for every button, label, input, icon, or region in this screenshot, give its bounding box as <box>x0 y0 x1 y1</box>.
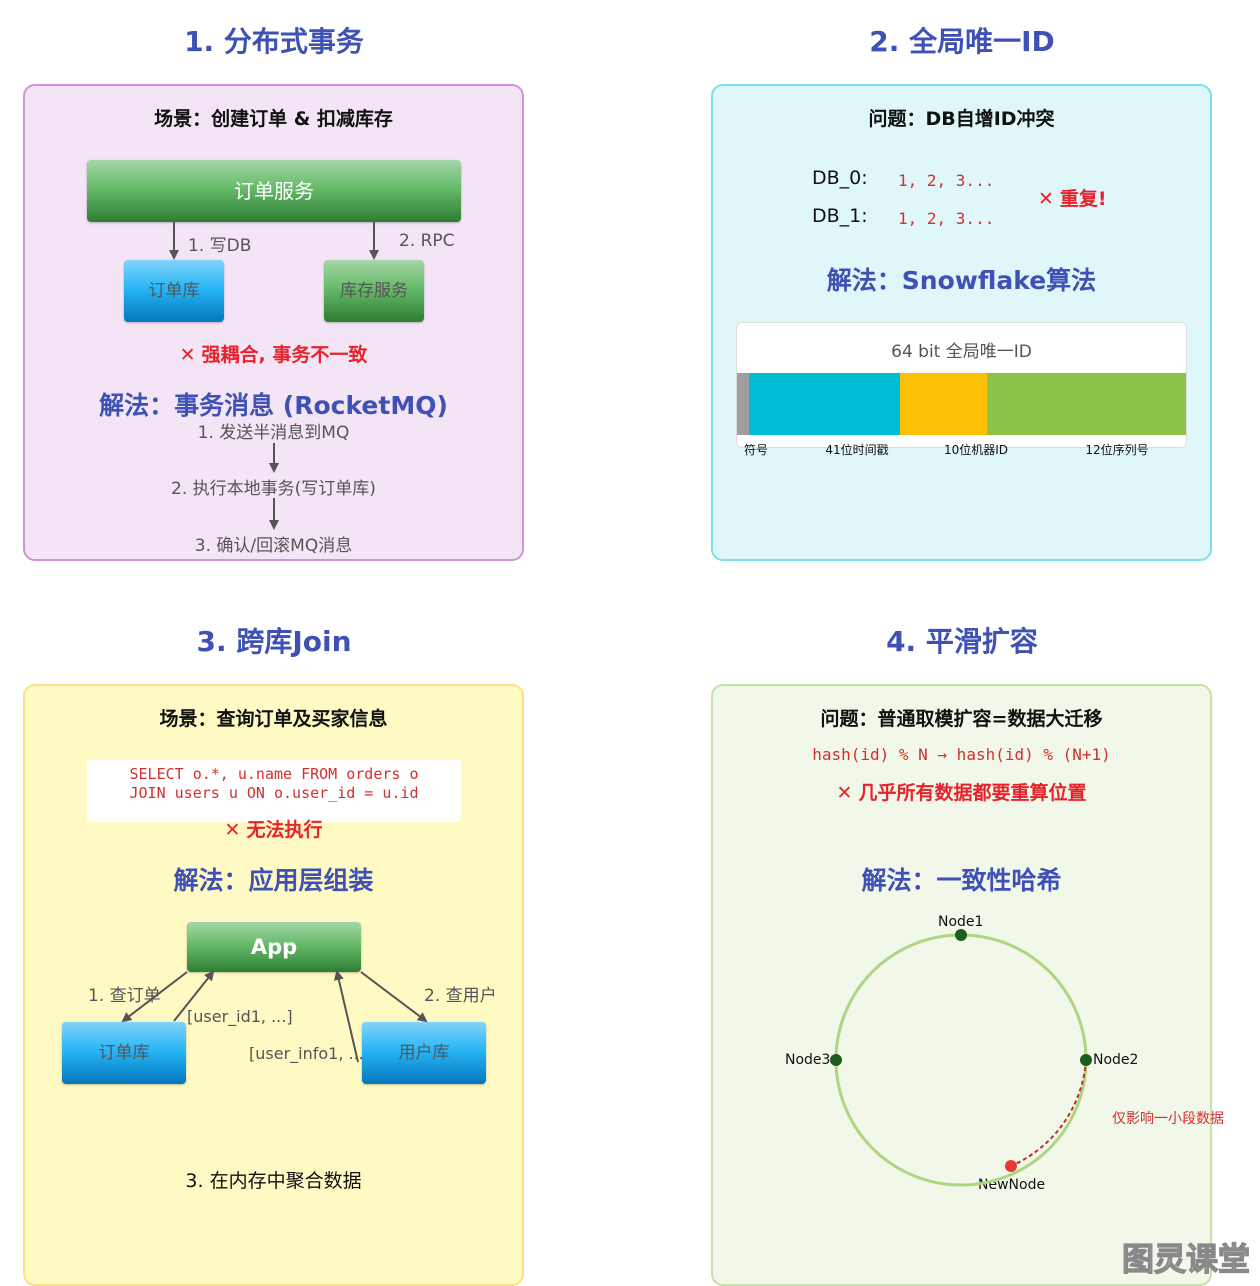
snowflake-bit-bar <box>737 373 1186 435</box>
cannot-execute-text: 无法执行 <box>246 819 323 841</box>
db1-values: 1, 2, 3... <box>898 209 995 228</box>
scenario-title: 场景：创建订单 & 扣减库存 <box>154 108 393 130</box>
cannot-execute-warning: ✕无法执行 <box>23 815 524 842</box>
cross-icon: ✕ <box>179 344 196 366</box>
user-ids-label: [user_id1, ...] <box>187 1007 293 1026</box>
impact-label: 仅影响一小段数据 <box>1112 1111 1224 1127</box>
query-order-label: 1. 查订单 <box>88 986 161 1006</box>
db0-values: 1, 2, 3... <box>898 171 995 190</box>
flow-step-1: 1. 发送半消息到MQ <box>197 423 350 443</box>
snowflake-bar-title: 64 bit 全局唯一ID <box>891 342 1032 362</box>
rehash-warning: ✕几乎所有数据都要重算位置 <box>711 778 1212 805</box>
segment-3 <box>900 373 987 435</box>
order-db-box: 订单库 <box>124 260 224 322</box>
segment-label-2: 41位时间戳 <box>825 443 889 457</box>
cross-icon: ✕ <box>836 782 853 804</box>
rehash-warning-text: 几乎所有数据都要重算位置 <box>858 782 1087 804</box>
hash-formula: hash(id) % N → hash(id) % (N+1) <box>812 745 1111 764</box>
solution-app-layer: 解法：应用层组装 <box>173 866 374 895</box>
db0-label: DB_0: <box>812 167 868 189</box>
coupling-problem: ✕强耦合, 事务不一致 <box>23 340 524 367</box>
node1-label: Node1 <box>938 914 984 930</box>
sql-code-block: SELECT o.*, u.name FROM orders o JOIN us… <box>87 760 461 822</box>
order-db-box: 订单库 <box>62 1022 186 1084</box>
segment-label-3: 10位机器ID <box>943 443 1009 457</box>
segment-1 <box>737 373 749 435</box>
segment-2 <box>749 373 900 435</box>
section-title-distributed-transaction: 1. 分布式事务 <box>184 25 364 58</box>
solution-snowflake: 解法：Snowflake算法 <box>826 266 1097 295</box>
app-box: App <box>187 922 361 972</box>
step-write-db-label: 1. 写DB <box>188 236 252 256</box>
segment-label-4: 12位序列号 <box>1085 443 1149 457</box>
section-title-cross-db-join: 3. 跨库Join <box>196 625 352 658</box>
segment-label-1: 符号 <box>743 443 769 457</box>
node3-label: Node3 <box>785 1052 831 1068</box>
solution-consistent-hashing: 解法：一致性哈希 <box>861 866 1062 895</box>
modulo-scaling-title: 问题：普通取模扩容=数据大迁移 <box>820 708 1103 730</box>
query-scenario-title: 场景：查询订单及买家信息 <box>159 708 388 730</box>
snowflake-id-diagram: 64 bit 全局唯一ID <box>736 322 1187 448</box>
query-user-label: 2. 查用户 <box>424 986 497 1006</box>
new-node-label: NewNode <box>978 1177 1046 1193</box>
cross-icon: ✕ <box>224 819 241 841</box>
user-infos-label: [user_info1, ...] <box>249 1044 370 1063</box>
step-rpc-label: 2. RPC <box>399 231 455 251</box>
panel-smooth-scaling <box>711 684 1212 1286</box>
flow-step-2: 2. 执行本地事务(写订单库) <box>171 479 376 499</box>
section-title-smooth-scaling: 4. 平滑扩容 <box>886 625 1038 658</box>
sql-line-1: SELECT o.*, u.name FROM orders o <box>129 765 419 783</box>
solution-transaction-message: 解法：事务消息 (RocketMQ) <box>99 391 448 420</box>
coupling-problem-text: 强耦合, 事务不一致 <box>201 344 368 366</box>
db-id-conflict-title: 问题：DB自增ID冲突 <box>868 108 1055 130</box>
flow-step-3: 3. 确认/回滚MQ消息 <box>194 536 353 556</box>
cross-icon: ✕ <box>1038 188 1054 210</box>
node2-label: Node2 <box>1093 1052 1139 1068</box>
duplicate-warning: ✕重复! <box>1038 184 1107 211</box>
section-title-global-unique-id: 2. 全局唯一ID <box>869 25 1055 58</box>
duplicate-warning-text: 重复! <box>1059 188 1107 210</box>
segment-4 <box>987 373 1186 435</box>
snowflake-segment-labels: 符号 41位时间戳 10位机器ID 12位序列号 <box>736 441 1187 459</box>
order-service-box: 订单服务 <box>87 160 461 222</box>
aggregate-in-memory-label: 3. 在内存中聚合数据 <box>185 1170 362 1192</box>
user-db-box: 用户库 <box>362 1022 486 1084</box>
sql-line-2: JOIN users u ON o.user_id = u.id <box>129 784 419 802</box>
stock-service-box: 库存服务 <box>324 260 424 322</box>
db1-label: DB_1: <box>812 205 868 227</box>
